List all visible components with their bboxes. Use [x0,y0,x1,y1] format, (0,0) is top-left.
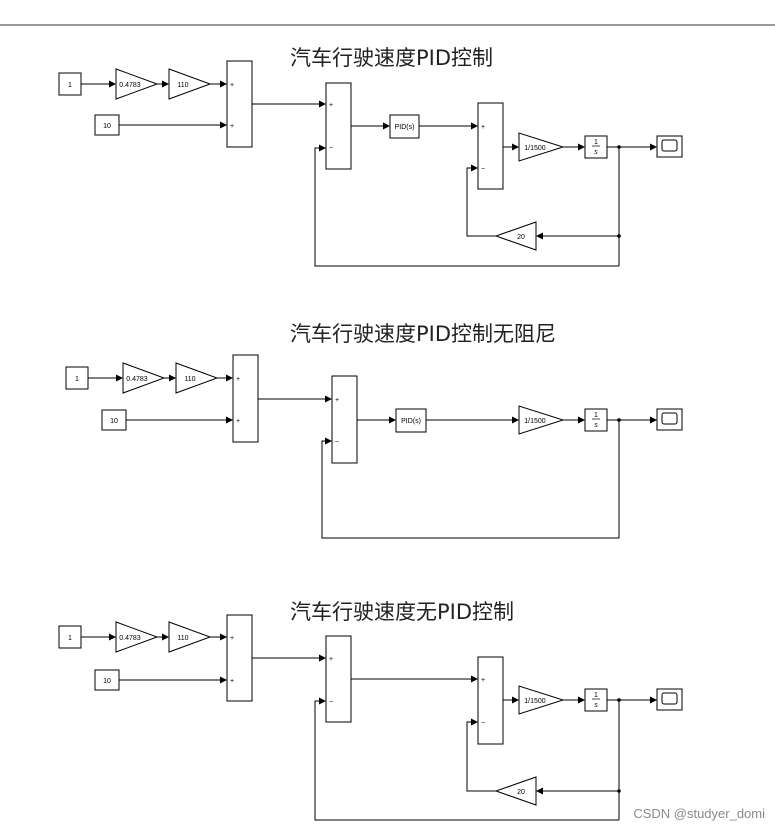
gain-fb-label: 20 [517,789,525,796]
gain2-label: 110 [177,82,188,89]
sign-plus: + [230,82,234,89]
sign-plus: + [329,102,333,109]
sign-plus: + [230,635,234,642]
constant-dist-label: 10 [103,123,111,130]
constant-ref-label: 1 [75,376,79,383]
gain1-label: 0.4783 [126,376,148,383]
constant-ref-label: 1 [68,82,72,89]
gain1-label: 0.4783 [119,635,141,642]
scope-icon [661,692,678,705]
gain-block-20-damping[interactable] [494,221,537,251]
diagram-3: 1 0.4783 110 10 + + + − + − 1/1500 1 s [58,614,683,821]
constant-dist-label: 10 [103,678,111,685]
gain2-label: 110 [177,635,188,642]
pid-label: PID(s) [401,418,421,425]
sum-block-input[interactable] [226,614,253,702]
gain-block-0-4783[interactable] [115,621,159,653]
gain-block-1-1500[interactable] [518,405,565,435]
gain1-label: 0.4783 [119,82,141,89]
sign-minus: − [329,145,333,152]
sum-block-input[interactable] [226,60,253,148]
gain-fb-label: 20 [517,234,525,241]
sign-plus: + [230,678,234,685]
top-divider [0,24,775,26]
sign-plus: + [236,376,240,383]
integrator-den: s [594,702,598,709]
sign-minus: − [335,439,339,446]
gain-block-0-4783[interactable] [115,68,159,100]
sign-plus: + [236,418,240,425]
diagram-2: 1 0.4783 110 10 + + + − PID(s) 1/1500 1 … [65,354,683,539]
sign-plus: + [230,123,234,130]
diagram-1-title: 汽车行驶速度PID控制 [290,46,494,70]
sum-block-error[interactable] [325,82,352,170]
sign-plus: + [481,677,485,684]
gain-block-1-1500[interactable] [518,132,565,162]
gain-mass-label: 1/1500 [524,145,546,152]
sign-minus: − [481,166,485,173]
csdn-watermark: CSDN @studyer_domi [633,806,765,821]
sum-block-input[interactable] [232,354,259,443]
scope-icon [661,139,678,152]
diagram-3-title: 汽车行驶速度无PID控制 [290,600,515,624]
sign-plus: + [335,397,339,404]
gain-block-1-1500[interactable] [518,685,565,715]
constant-dist-label: 10 [110,418,118,425]
integrator-num: 1 [594,412,598,419]
gain-block-110[interactable] [175,362,219,394]
integrator-den: s [594,149,598,156]
sign-plus: + [329,656,333,663]
sign-minus: − [481,720,485,727]
sum-block-error[interactable] [325,635,352,723]
sum-block-force[interactable] [477,102,504,190]
gain-block-110[interactable] [168,68,212,100]
pid-label: PID(s) [395,124,415,131]
sum-block-force[interactable] [477,656,504,745]
gain-block-110[interactable] [168,621,212,653]
integrator-num: 1 [594,139,598,146]
diagram-1: 1 0.4783 110 10 + + + − PID(s) + − 1/150… [58,60,683,267]
sign-plus: + [481,124,485,131]
sign-minus: − [329,699,333,706]
gain2-label: 110 [184,376,195,383]
integrator-den: s [594,422,598,429]
gain-block-0-4783[interactable] [122,362,166,394]
scope-icon [661,412,678,425]
diagram-2-title: 汽车行驶速度PID控制无阻尼 [290,322,557,346]
gain-mass-label: 1/1500 [524,418,546,425]
sum-block-error[interactable] [331,375,358,464]
integrator-num: 1 [594,692,598,699]
constant-ref-label: 1 [68,635,72,642]
gain-block-20-damping[interactable] [494,776,537,806]
gain-mass-label: 1/1500 [524,698,546,705]
